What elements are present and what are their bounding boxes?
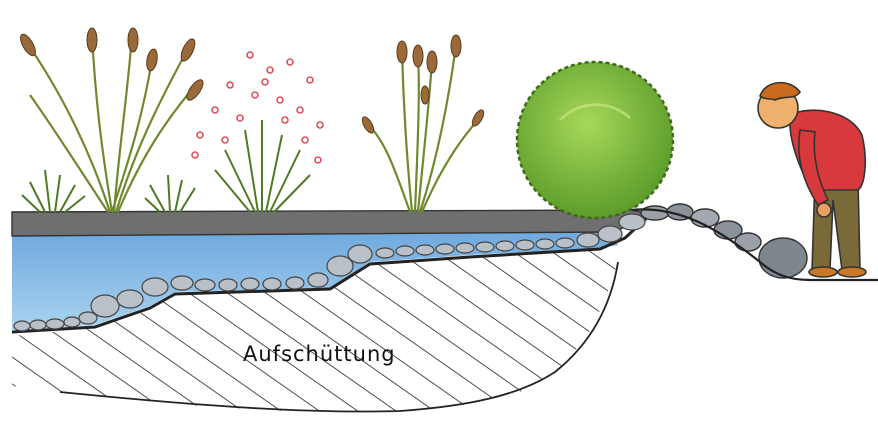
- bank-rocks: [641, 204, 807, 278]
- round-bush: [517, 62, 673, 218]
- grass-clump-left: [22, 170, 85, 212]
- grass-clump-mid: [145, 175, 195, 212]
- topsoil-layer: [12, 210, 655, 236]
- cattails-right: [360, 35, 486, 212]
- flowering-plant: [192, 52, 323, 212]
- fill-label: Aufschüttung: [243, 342, 396, 366]
